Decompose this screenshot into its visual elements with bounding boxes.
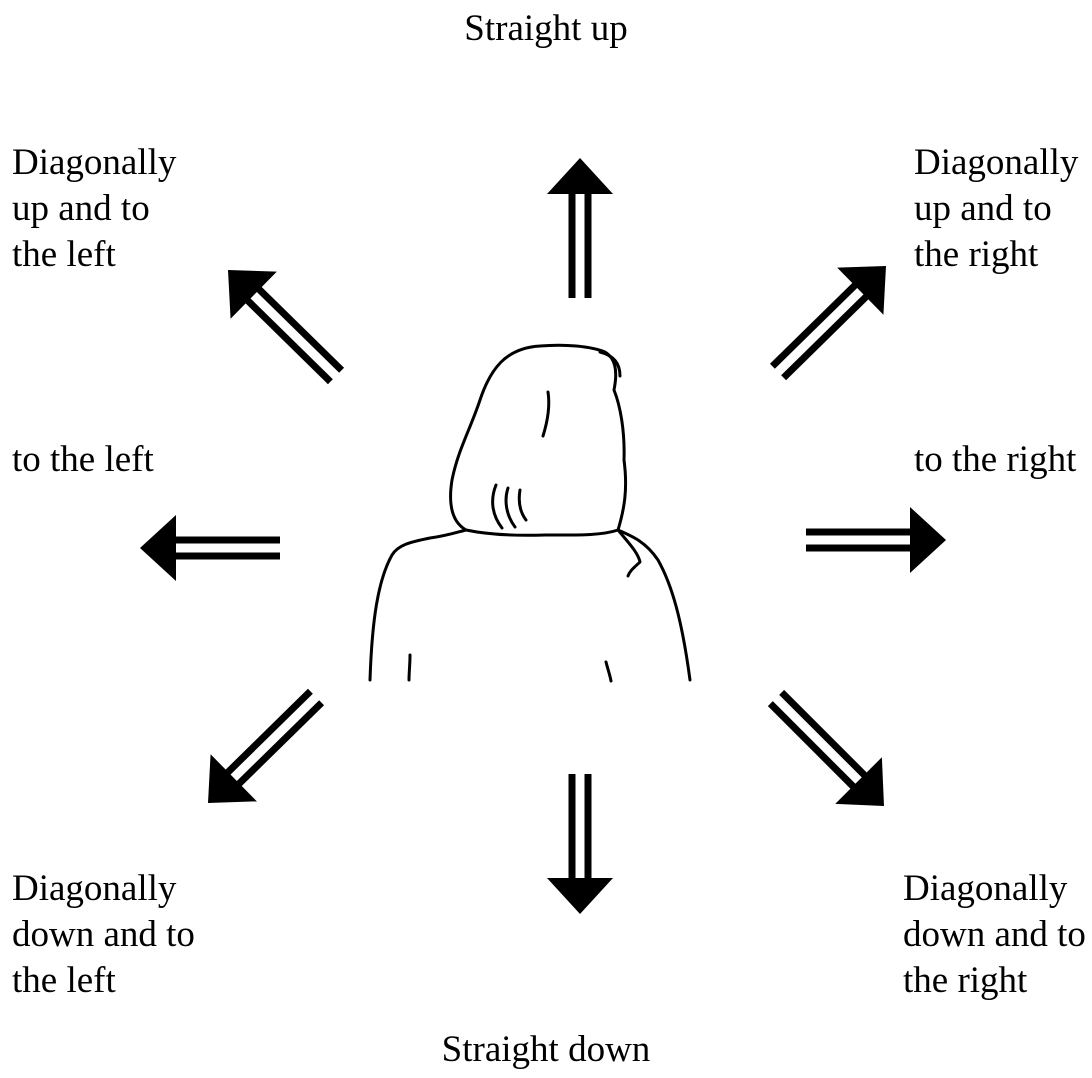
arrow-head <box>208 754 257 803</box>
arrow-shaft <box>227 691 311 773</box>
arrow-head <box>547 158 613 194</box>
label-line: up and to <box>12 186 176 232</box>
arrow-up-right-icon <box>772 266 886 378</box>
arrow-up-icon <box>547 158 613 298</box>
arrow-shaft <box>772 284 856 366</box>
arrow-head <box>837 266 886 315</box>
label-line: Diagonally <box>903 866 1086 912</box>
person-from-behind-icon <box>370 345 690 681</box>
arrow-shaft <box>258 288 342 370</box>
label-straight-down: Straight down <box>0 1027 1092 1073</box>
label-line: the left <box>12 232 176 278</box>
arrow-shaft <box>247 300 331 382</box>
label-line: up and to <box>914 186 1078 232</box>
arrow-shaft <box>784 296 868 378</box>
label-line: the right <box>903 958 1086 1004</box>
arrow-shaft <box>782 692 866 776</box>
arrow-shaft <box>238 703 322 785</box>
label-line: Diagonally <box>12 140 176 186</box>
label-to-the-left: to the left <box>12 437 154 483</box>
arrow-head <box>547 878 613 914</box>
label-line: the right <box>914 232 1078 278</box>
arrow-down-left-icon <box>208 691 322 803</box>
label-line: Diagonally <box>914 140 1078 186</box>
arrow-head <box>910 507 946 573</box>
label-diagonally-up-left: Diagonally up and to the left <box>12 140 176 278</box>
arrow-head <box>228 270 277 319</box>
label-line: the left <box>12 958 195 1004</box>
label-line: Diagonally <box>12 866 195 912</box>
arrow-shaft <box>770 704 854 788</box>
label-line: down and to <box>12 912 195 958</box>
label-diagonally-up-right: Diagonally up and to the right <box>914 140 1078 278</box>
arrow-head <box>835 757 884 806</box>
label-straight-up: Straight up <box>0 6 1092 52</box>
arrow-down-icon <box>547 774 613 914</box>
label-to-the-right: to the right <box>914 437 1076 483</box>
arrow-head <box>140 515 176 581</box>
label-line: down and to <box>903 912 1086 958</box>
label-diagonally-down-right: Diagonally down and to the right <box>903 866 1086 1004</box>
arrow-right-icon <box>806 507 946 573</box>
arrow-down-right-icon <box>770 692 884 806</box>
label-diagonally-down-left: Diagonally down and to the left <box>12 866 195 1004</box>
arrow-left-icon <box>140 515 280 581</box>
arrow-up-left-icon <box>228 270 342 382</box>
